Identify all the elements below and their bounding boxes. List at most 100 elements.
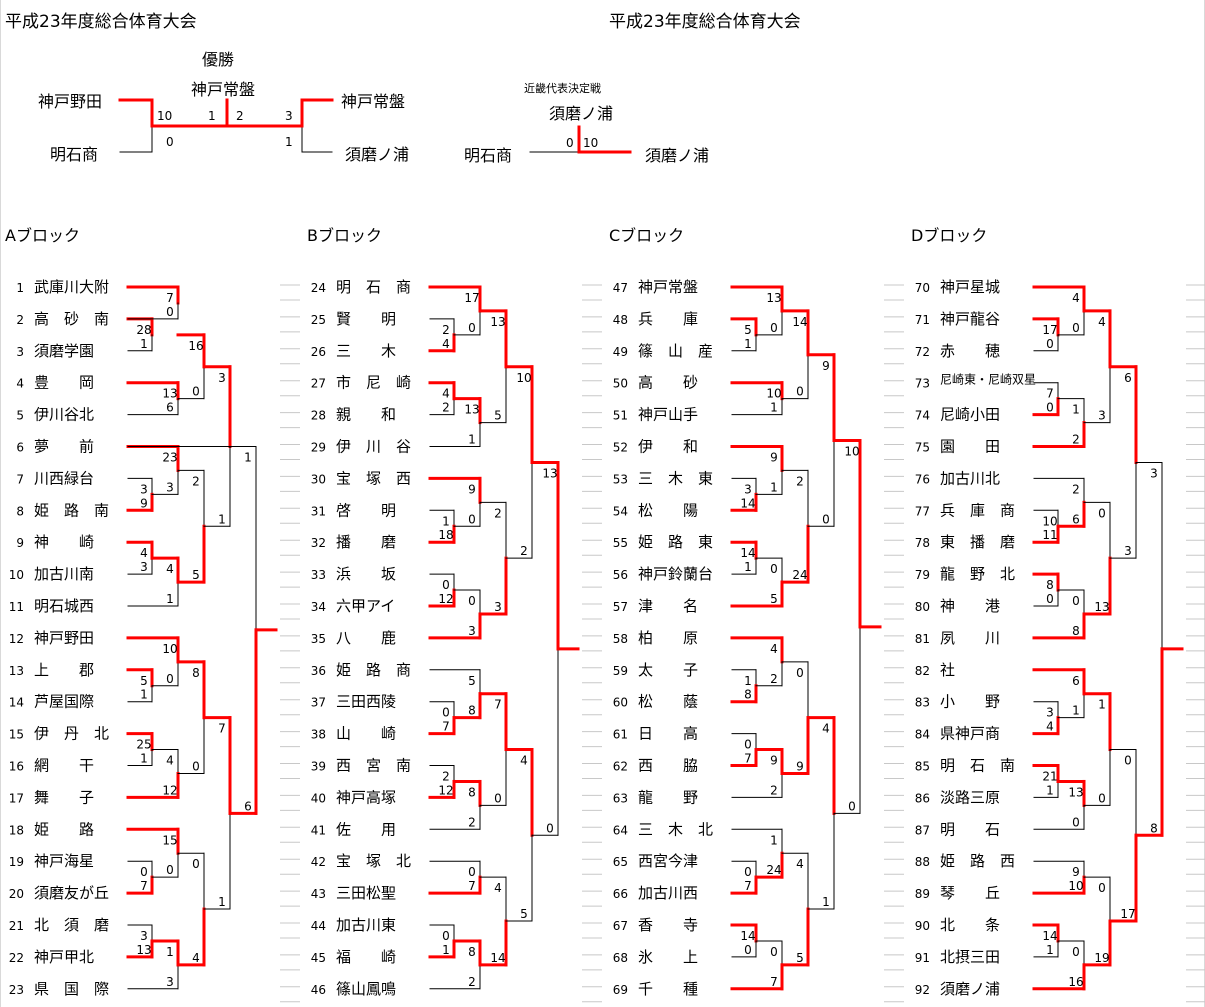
match-bottom-score: 16 xyxy=(1068,975,1083,989)
match-bottom-score: 1 xyxy=(166,592,174,606)
match-top-score: 5 xyxy=(140,674,148,688)
team-name: 園 田 xyxy=(940,438,1000,456)
sheet-title-right: 平成23年度総合体育大会 xyxy=(609,12,801,32)
match-bottom-score: 11 xyxy=(1042,528,1057,542)
team-number: 19 xyxy=(9,855,24,869)
match-bottom-score: 7 xyxy=(744,752,752,766)
match-bottom-score: 2 xyxy=(770,783,778,797)
match-top-score: 3 xyxy=(1046,706,1054,720)
team-number: 87 xyxy=(915,823,930,837)
team-number: 90 xyxy=(915,919,930,933)
team-number: 30 xyxy=(311,472,326,486)
team-name: 龍 野 北 xyxy=(940,565,1015,583)
match-top-score: 0 xyxy=(442,578,450,592)
match-bottom-score: 1 xyxy=(1072,704,1080,718)
match-bottom-score: 0 xyxy=(192,759,200,773)
team-name: 三 木 xyxy=(336,342,396,360)
team-number: 4 xyxy=(16,377,24,391)
match-top-score: 3 xyxy=(744,482,752,496)
team-number: 77 xyxy=(915,504,930,518)
team-number: 28 xyxy=(311,409,326,423)
match-top-score: 0 xyxy=(468,594,476,608)
block-label: Dブロック xyxy=(911,226,987,245)
match-bottom-score: 1 xyxy=(770,401,778,415)
team-number: 75 xyxy=(915,441,930,455)
team-name: 龍 野 xyxy=(638,788,698,806)
match-bottom-score: 14 xyxy=(740,496,755,510)
match-top-score: 25 xyxy=(136,738,151,752)
match-top-score: 0 xyxy=(442,929,450,943)
match-top-score: 2 xyxy=(192,474,200,488)
kinki-label: 近畿代表決定戦 xyxy=(524,81,601,95)
team-name: 松 陽 xyxy=(638,501,698,519)
team-number: 66 xyxy=(613,887,628,901)
team-name: 北 条 xyxy=(940,916,1000,934)
match-top-score: 0 xyxy=(744,738,752,752)
team-number: 46 xyxy=(311,983,326,997)
match-top-score: 0 xyxy=(770,562,778,576)
team-number: 12 xyxy=(9,632,24,646)
match-bottom-score: 1 xyxy=(468,433,476,447)
team-name: 尼崎東・尼崎双星 xyxy=(940,373,1036,387)
kinki-right-team: 須磨ノ浦 xyxy=(645,146,709,165)
match-bottom-score: 3 xyxy=(166,480,174,494)
match-top-score: 4 xyxy=(1098,315,1106,329)
final-right-top-score: 3 xyxy=(285,109,293,123)
match-top-score: 10 xyxy=(516,371,531,385)
match-bottom-score: 4 xyxy=(442,337,450,351)
team-name: 淡路三原 xyxy=(940,788,1000,806)
team-name: 伊 丹 北 xyxy=(34,725,109,743)
match-bottom-score: 12 xyxy=(162,783,177,797)
team-name: 須磨友が丘 xyxy=(34,884,109,902)
match-top-score: 0 xyxy=(744,865,752,879)
match-top-score: 10 xyxy=(844,445,859,459)
team-name: 親 和 xyxy=(336,406,396,424)
champion-name: 神戸常盤 xyxy=(191,80,255,99)
team-number: 6 xyxy=(16,441,24,455)
match-top-score: 4 xyxy=(494,881,502,895)
match-bottom-score: 7 xyxy=(744,879,752,893)
team-name: 太 子 xyxy=(638,661,698,679)
team-number: 45 xyxy=(311,951,326,965)
match-bottom-score: 3 xyxy=(1098,409,1106,423)
match-bottom-score: 1 xyxy=(140,337,148,351)
match-bottom-score: 3 xyxy=(1124,544,1132,558)
team-name: 須磨ノ浦 xyxy=(940,980,1000,998)
match-top-score: 8 xyxy=(192,666,200,680)
match-bottom-score: 17 xyxy=(1120,907,1135,921)
team-number: 71 xyxy=(915,313,930,327)
team-number: 69 xyxy=(613,983,628,997)
team-name: 賢 明 xyxy=(336,310,396,328)
match-bottom-score: 2 xyxy=(520,544,528,558)
team-number: 5 xyxy=(16,409,24,423)
team-number: 73 xyxy=(915,377,930,391)
match-bottom-score: 1 xyxy=(770,480,778,494)
match-top-score: 3 xyxy=(1150,466,1158,480)
team-number: 7 xyxy=(16,472,24,486)
team-number: 89 xyxy=(915,887,930,901)
match-top-score: 0 xyxy=(1124,754,1132,768)
match-bottom-score: 12 xyxy=(438,783,453,797)
team-number: 70 xyxy=(915,281,930,295)
team-number: 62 xyxy=(613,760,628,774)
team-name: 市 尼 崎 xyxy=(336,374,411,392)
team-number: 78 xyxy=(915,536,930,550)
team-name: 兵 庫 xyxy=(638,310,698,328)
match-top-score: 23 xyxy=(162,451,177,465)
match-bottom-score: 24 xyxy=(792,568,807,582)
match-top-score: 7 xyxy=(218,722,226,736)
match-bottom-score: 6 xyxy=(244,799,252,813)
team-name: 神 崎 xyxy=(34,533,94,551)
match-bottom-score: 7 xyxy=(140,879,148,893)
team-number: 31 xyxy=(311,504,326,518)
team-number: 23 xyxy=(9,983,24,997)
match-bottom-score: 10 xyxy=(1068,879,1083,893)
match-top-score: 16 xyxy=(188,339,203,353)
team-name: 北 須 磨 xyxy=(34,916,109,934)
match-bottom-score: 0 xyxy=(166,672,174,686)
team-name: 上 郡 xyxy=(34,661,94,679)
